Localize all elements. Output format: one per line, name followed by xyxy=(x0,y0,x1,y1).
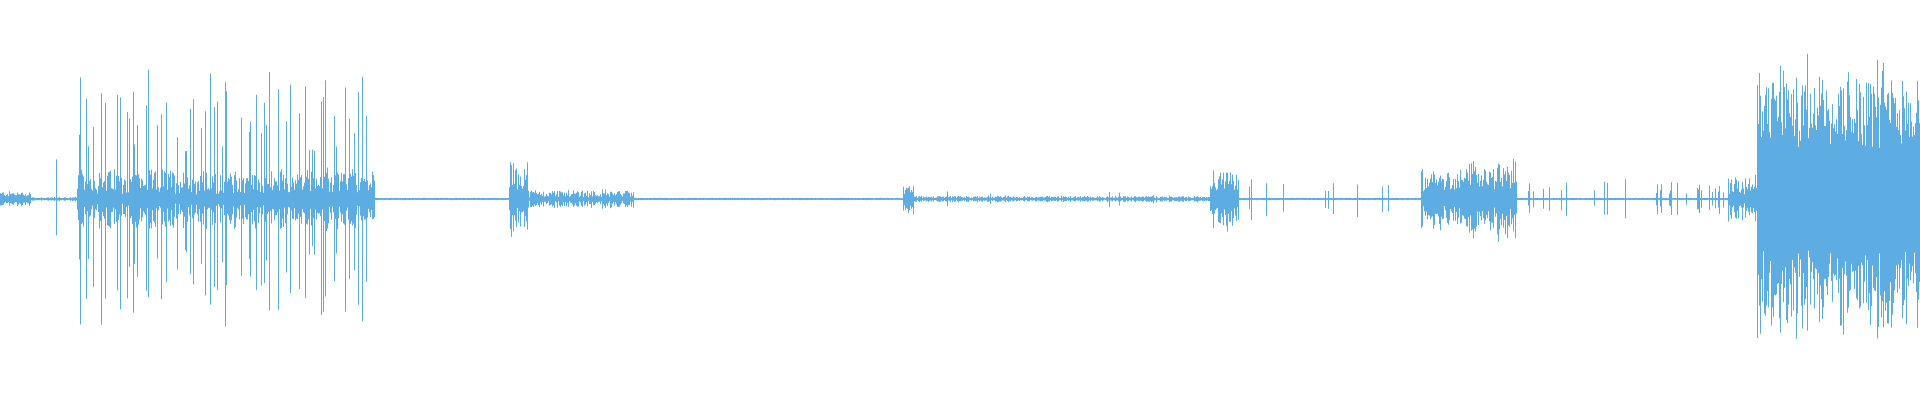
waveform-trace xyxy=(0,53,1920,339)
